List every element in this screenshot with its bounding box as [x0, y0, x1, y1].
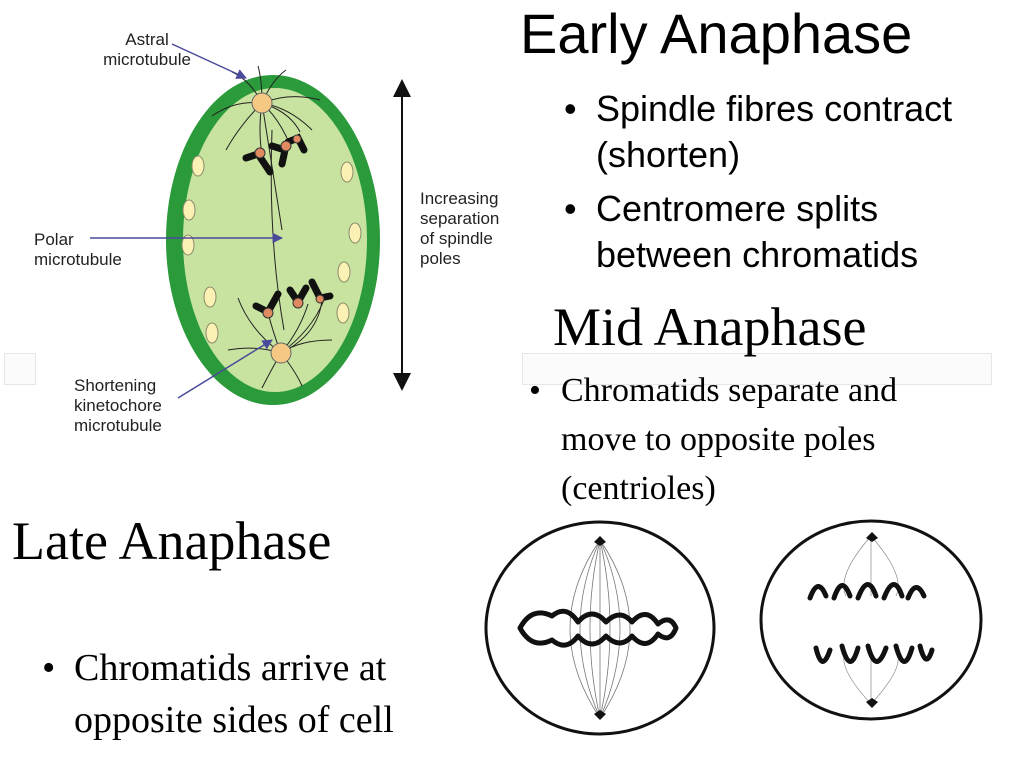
cell-vesicles: [181, 155, 362, 344]
kinetochores-bottom: [262, 294, 325, 319]
late-anaphase-bullets: Chromatids arrive at opposite sides of c…: [36, 642, 476, 746]
early-anaphase-cell-diagram: [90, 43, 411, 405]
shortening-label-arrow: [177, 339, 273, 399]
late-anaphase-heading: Late Anaphase: [12, 511, 332, 571]
shortening-kinetochore-label: Shortening kinetochore microtubule: [74, 376, 162, 435]
astral-microtubule-label: Astral microtubule: [103, 30, 191, 69]
late-anaphase-cell-sketch: [759, 519, 983, 721]
mid-anaphase-cell-sketch: [484, 520, 716, 736]
mid-bullet-1: Chromatids separate and move to opposite…: [523, 366, 943, 513]
spindle-separation-label: Increasing separation of spindle poles: [420, 189, 500, 268]
late-bullet-1: Chromatids arrive at opposite sides of c…: [36, 642, 476, 746]
early-bullet-1: Spindle fibres contract (shorten): [558, 86, 978, 178]
early-anaphase-heading: Early Anaphase: [520, 2, 913, 65]
kinetochores-top: [254, 134, 302, 159]
centriole-top: [251, 92, 273, 114]
centriole-bottom: [270, 342, 292, 364]
mid-anaphase-bullets: Chromatids separate and move to opposite…: [523, 366, 943, 513]
mid-anaphase-heading: Mid Anaphase: [553, 297, 867, 357]
early-bullet-2: Centromere splits between chromatids: [558, 186, 978, 278]
astral-label-arrow: [171, 43, 247, 79]
polar-microtubule-label: Polar microtubule: [34, 230, 122, 269]
background-strip-left: [4, 353, 36, 385]
early-anaphase-bullets: Spindle fibres contract (shorten) Centro…: [558, 86, 978, 286]
